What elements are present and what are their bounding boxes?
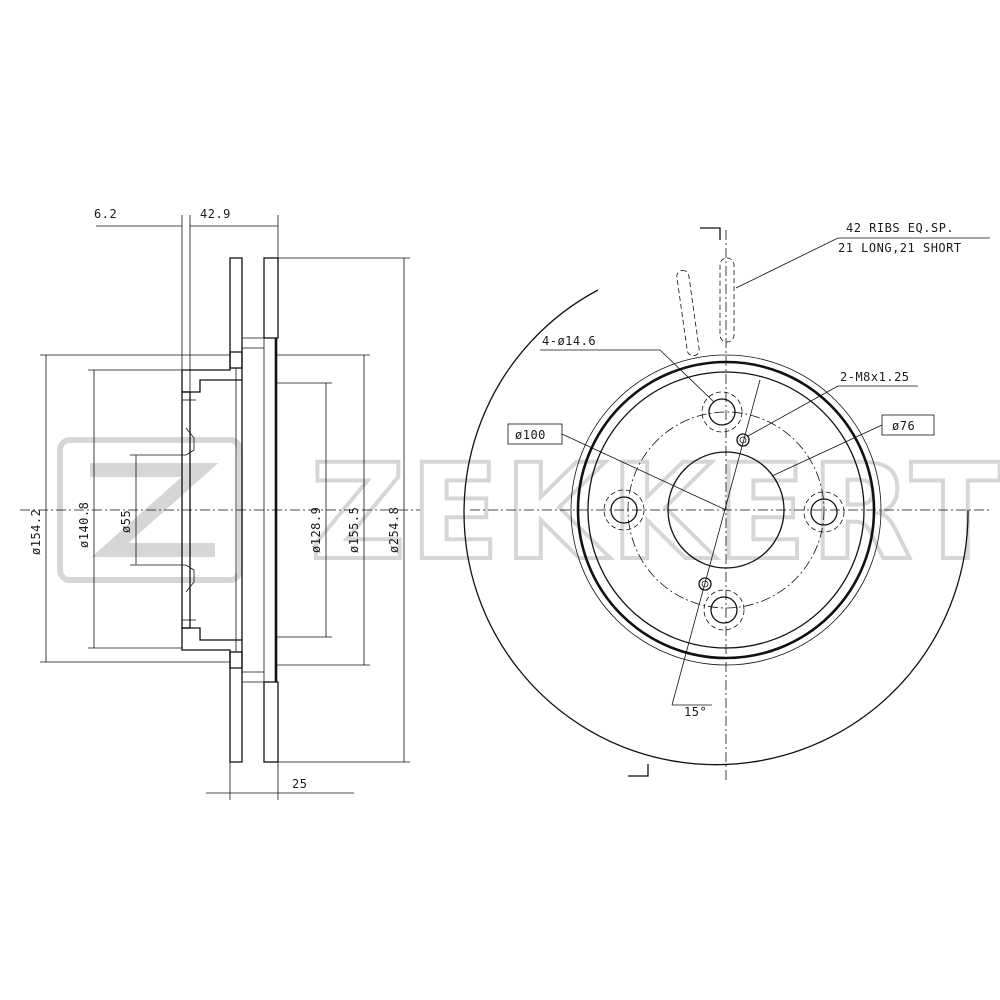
bolt-holes-label: 4-ø14.6 [542,334,596,348]
section-arrow-top [700,227,721,240]
bore-chamfer [185,427,195,456]
bore-label: ø76 [892,419,915,433]
dim-55: ø55 [119,510,133,533]
dim-140-8: ø140.8 [77,502,91,548]
brand-watermark: ZEKKERT [57,434,1000,592]
bolt-hole-chamfer [603,489,645,531]
rib-short-outline [676,269,700,357]
section-arrow-bottom [628,764,649,777]
pcd-leader [561,433,727,511]
threaded-hole-bottom-core [701,580,709,588]
threaded-hole-top [736,433,750,447]
dim-6-2: 6.2 [94,207,117,221]
bolt-hole-inner [708,398,736,426]
bolt-hole-inner [810,498,838,526]
section-hat-top [181,351,243,393]
front-view: 42 RIBS EQ.SP. 21 LONG,21 SHORT 4-ø14.6 … [463,221,990,780]
bolt-hole-inner [610,496,638,524]
angle-line [671,379,761,706]
dim-25: 25 [292,777,307,791]
threaded-hole-bottom [698,577,712,591]
dim-155-5: ø155.5 [347,507,361,553]
ribs-note-line2: 21 LONG,21 SHORT [838,241,962,255]
ribs-leader [735,237,839,289]
bolt-hole-left [603,489,645,531]
bolt-hole-chamfer [701,391,743,433]
dim-42-9: 42.9 [200,207,231,221]
rib-short [676,269,700,357]
dim-128-9: ø128.9 [309,507,323,553]
bolt-holes-leader [659,349,715,403]
dim-254-8: ø254.8 [387,507,401,553]
pcd-label: ø100 [515,428,546,442]
bore-leader [771,424,883,477]
bolt-hole-bottom [703,589,745,631]
bolt-hole-top [701,391,743,433]
dim-154-2: ø154.2 [29,509,43,555]
rib-long [719,257,735,343]
thread-label: 2-M8x1.25 [840,370,910,384]
disc-outer-edge [463,289,969,766]
bore-chamfer [185,564,195,593]
angle-label: 15° [684,705,707,719]
bolt-hole-chamfer [803,491,845,533]
ribs-note-line1: 42 RIBS EQ.SP. [846,221,954,235]
bolt-hole-inner [710,596,738,624]
rib-long-outline [719,257,735,343]
bolt-hole-right [803,491,845,533]
section-plate-bottom-right [263,681,279,763]
thread-leader [747,385,839,437]
watermark-text: ZEKKERT [310,436,1000,590]
section-plate-top-right [263,257,279,339]
side-view-section: 6.2 42.9 25 ø154.2 ø140.8 ø55 ø128.9 ø15… [20,207,420,800]
section-hat-wall [181,391,191,629]
bolt-hole-chamfer [703,589,745,631]
